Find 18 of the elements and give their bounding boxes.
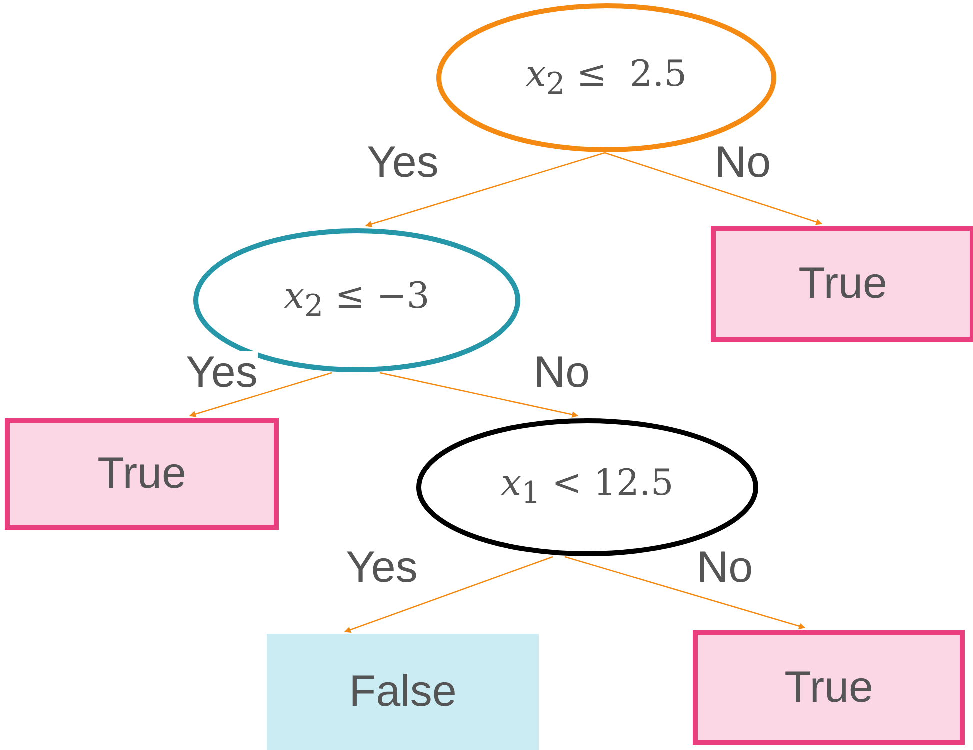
arrow	[380, 372, 579, 418]
leaf-box	[693, 630, 965, 745]
edge-label: Yes	[186, 351, 258, 395]
arrow	[344, 556, 554, 634]
leaf-label: False	[349, 667, 457, 717]
leaf-box	[5, 418, 279, 530]
leaf-label: True	[98, 449, 186, 499]
leaf-box	[267, 634, 539, 750]
arrow	[564, 556, 806, 630]
condition-text: x$_{2}$ ≤ 2.5	[526, 54, 688, 102]
arrow	[604, 152, 823, 226]
leaf-label: True	[784, 662, 874, 712]
leaf-label: True	[798, 259, 888, 309]
arrow	[189, 372, 332, 418]
condition-text: x$_{2}$ ≤ −3	[284, 276, 430, 325]
arrow	[365, 152, 606, 228]
condition-text: x$_{1}$ < 12.5	[501, 463, 674, 512]
leaf-box	[711, 226, 973, 342]
